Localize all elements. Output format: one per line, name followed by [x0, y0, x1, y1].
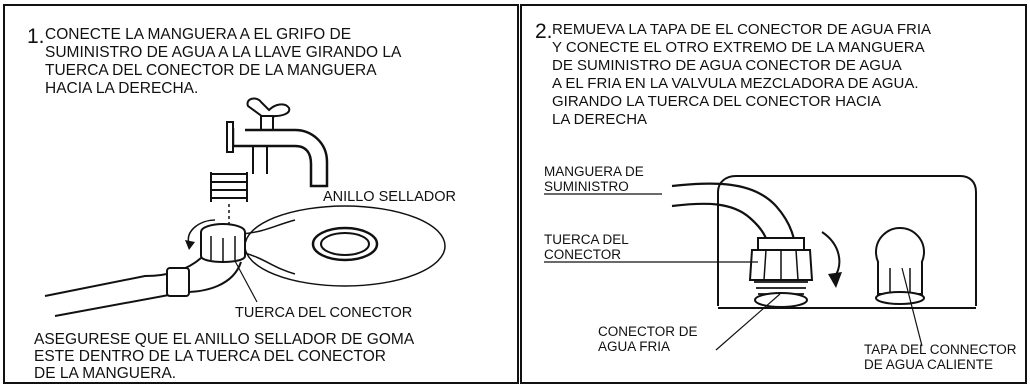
connector-nut-label: TUERCA DEL CONECTOR	[235, 305, 413, 321]
sealing-ring-note: ASEGURESE QUE EL ANILLO SELLADOR DE GOMA…	[34, 331, 415, 382]
step-1-instruction: CONECTE LA MANGUERA A EL GRIFO DE SUMINI…	[45, 26, 402, 97]
step-1-panel: 1. CONECTE LA MANGUERA A EL GRIFO DE SUM…	[3, 4, 519, 384]
hot-cap-label: TAPA DEL CONNECTOR DE AGUA CALIENTE	[864, 342, 1017, 372]
mixing-valve-illustration	[544, 175, 977, 351]
supply-hose-label: MANGUERA DE SUMINISTRO	[544, 164, 644, 194]
step-2-number: 2.	[535, 20, 553, 43]
faucet-hose-illustration	[44, 97, 446, 317]
step-2-instruction: REMUEVA LA TAPA DE EL CONECTOR DE AGUA F…	[552, 21, 931, 128]
step-2-panel: 2. REMUEVA LA TAPA DE EL CONECTOR DE AGU…	[520, 4, 1027, 384]
connector-nut-label: TUERCA DEL CONECTOR	[544, 232, 629, 262]
step-1-number: 1.	[27, 25, 45, 48]
sealing-ring-label: ANILLO SELLADOR	[323, 189, 456, 205]
cold-connector-label: CONECTOR DE AGUA FRIA	[598, 324, 698, 354]
